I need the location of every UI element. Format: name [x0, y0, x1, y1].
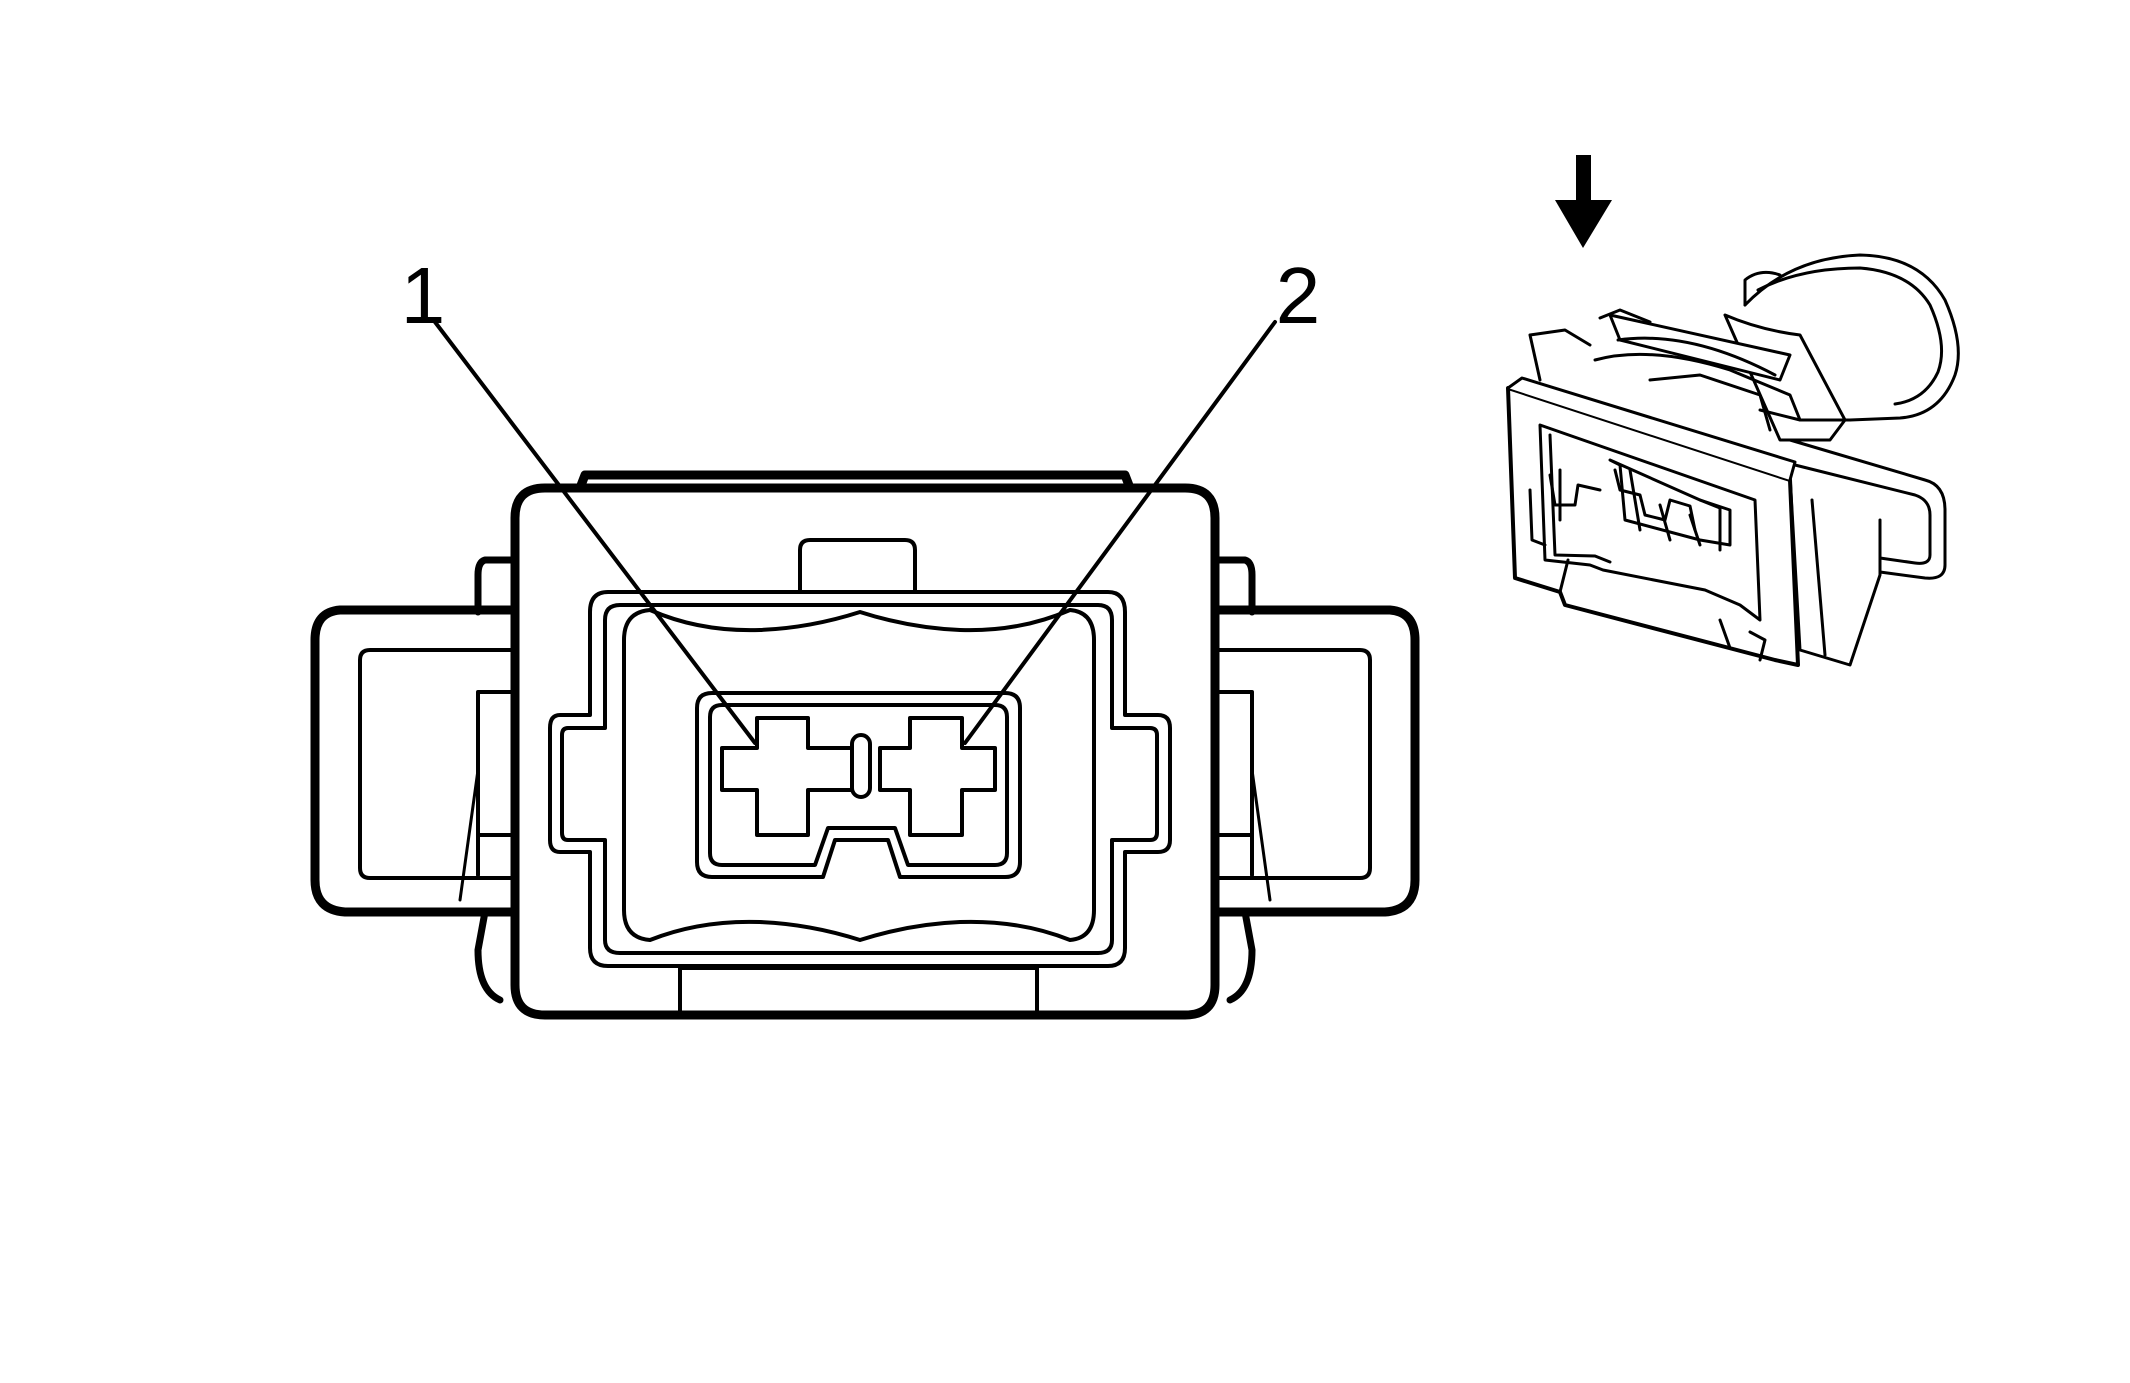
housing-key-tab: [798, 538, 917, 594]
isometric-view: [1506, 253, 1960, 667]
pin-1-label: 1: [401, 251, 446, 340]
pin-2-label: 2: [1276, 251, 1321, 340]
face-frame-inner: [560, 603, 1159, 955]
left-latch-tab: [310, 556, 517, 1004]
right-latch-tab: [1213, 556, 1420, 1004]
pin-divider: [850, 733, 872, 799]
pin-1-terminal: [720, 716, 857, 837]
down-arrow-icon: [1555, 155, 1612, 248]
pin-cavity-inner: [708, 703, 1009, 867]
pin-cavity-outer: [695, 691, 1022, 879]
housing-top-lip: [575, 470, 1135, 493]
front-face-view: 1 2: [310, 251, 1420, 1020]
pin-2-terminal: [878, 716, 997, 837]
pin-2-leader: [963, 320, 1277, 745]
pin-1-leader: [433, 320, 757, 745]
seal-outline: [622, 608, 1096, 942]
